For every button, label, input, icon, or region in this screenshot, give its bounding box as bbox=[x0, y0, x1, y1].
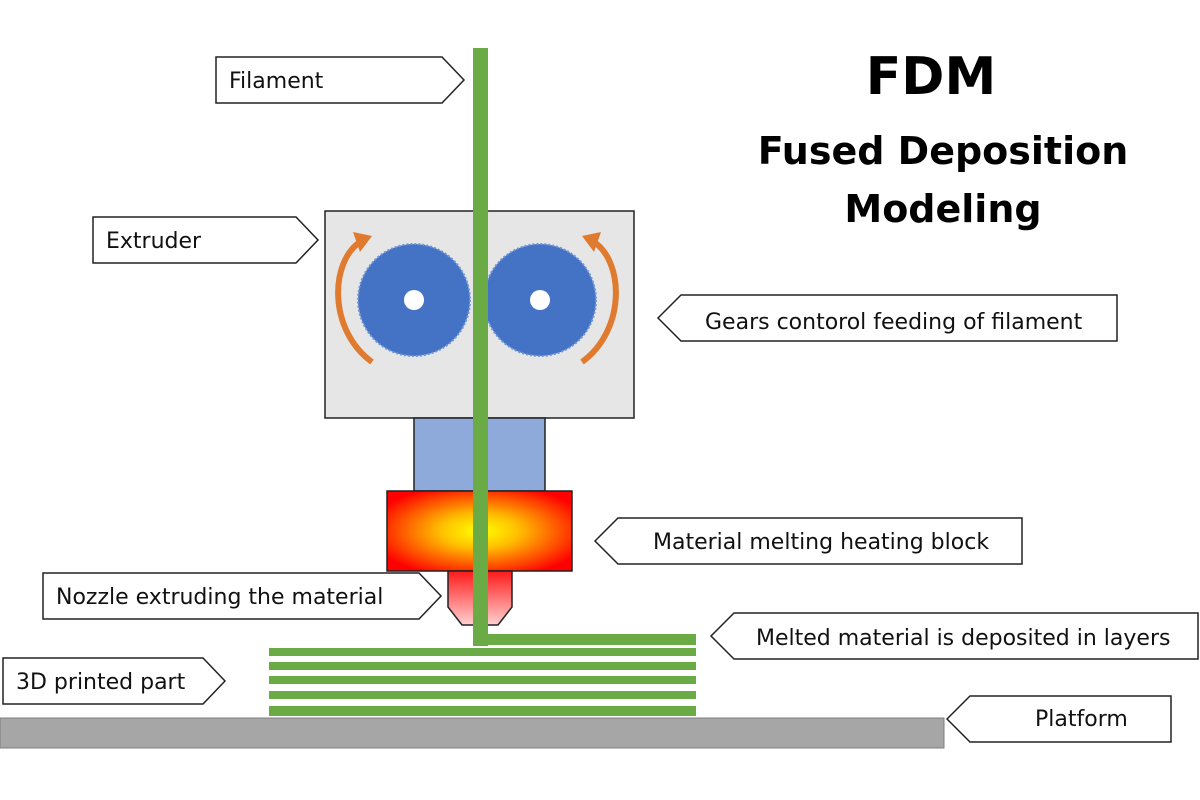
label-filament: Filament bbox=[229, 69, 324, 94]
printed-part-layers bbox=[269, 648, 696, 716]
label-deposited: Melted material is deposited in layers bbox=[756, 626, 1170, 651]
filament-strand bbox=[473, 48, 488, 646]
label-gears: Gears contorol feeding of filament bbox=[705, 310, 1083, 335]
label-printed-part: 3D printed part bbox=[16, 670, 186, 695]
layer bbox=[269, 662, 696, 670]
callout-extruder: Extruder bbox=[92, 216, 320, 264]
callout-deposited: Melted material is deposited in layers bbox=[709, 612, 1199, 660]
layer bbox=[269, 691, 696, 699]
right-gear bbox=[483, 243, 597, 357]
layer bbox=[269, 706, 696, 716]
subtitle-line-1: Fused Deposition bbox=[758, 129, 1129, 173]
right-rotation-arrow bbox=[580, 232, 619, 365]
platform bbox=[0, 717, 945, 749]
callout-gears: Gears contorol feeding of filament bbox=[656, 294, 1118, 342]
callout-filament: Filament bbox=[215, 56, 466, 104]
callout-platform: Platform bbox=[945, 695, 1172, 743]
layer bbox=[269, 648, 696, 656]
layer bbox=[269, 676, 696, 684]
label-nozzle: Nozzle extruding the material bbox=[56, 585, 383, 610]
label-heating-block: Material melting heating block bbox=[653, 530, 989, 555]
title: FDM bbox=[866, 47, 996, 107]
callout-printed-part: 3D printed part bbox=[2, 657, 227, 705]
callout-nozzle: Nozzle extruding the material bbox=[42, 572, 443, 620]
left-gear bbox=[357, 243, 471, 357]
label-extruder: Extruder bbox=[106, 229, 202, 254]
deposited-filament bbox=[473, 634, 696, 645]
subtitle-line-2: Modeling bbox=[844, 187, 1041, 231]
label-platform: Platform bbox=[1035, 707, 1128, 732]
left-rotation-arrow bbox=[335, 232, 374, 365]
callout-heating-block: Material melting heating block bbox=[593, 517, 1023, 565]
